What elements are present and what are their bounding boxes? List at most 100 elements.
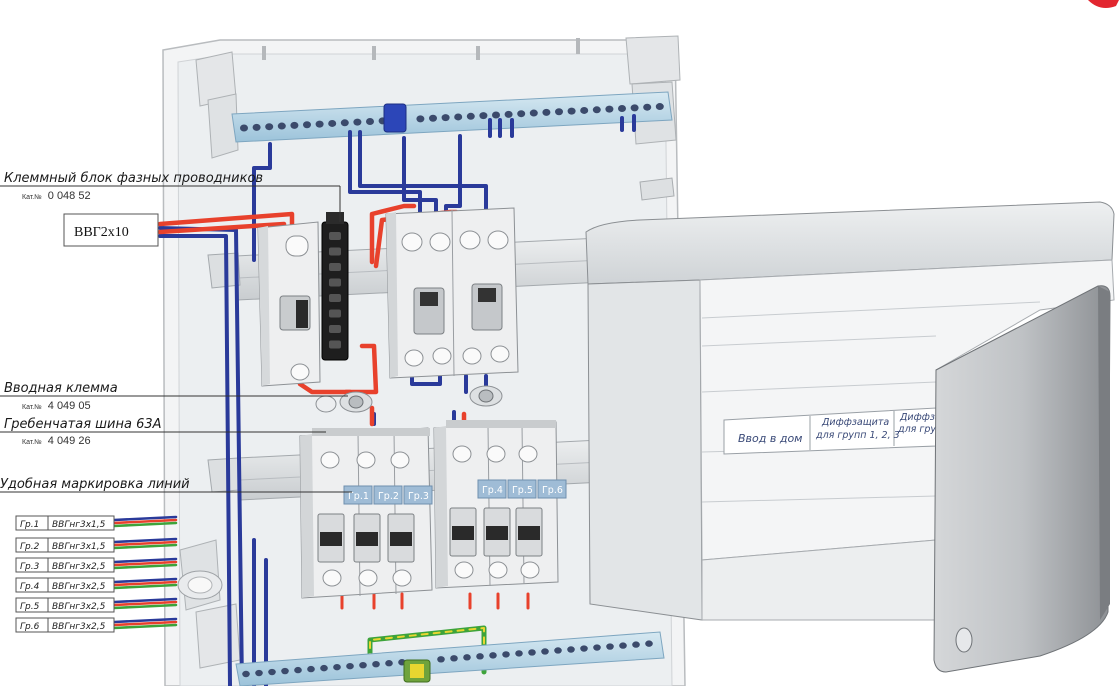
breaker-labels: Гр.1 Гр.2 Гр.3 Гр.4 Гр.5 Гр.6 bbox=[343, 479, 567, 505]
bus-screw bbox=[592, 106, 601, 114]
group-cable-neutral bbox=[112, 597, 178, 604]
group-tag-6-label: Гр.6 bbox=[20, 622, 40, 632]
callout-terminal-block-title: Клеммный блок фазных проводников bbox=[4, 171, 263, 186]
mcb-terminal-top bbox=[452, 445, 472, 463]
phase-terminal-block bbox=[321, 212, 349, 361]
breaker-label-4-window bbox=[477, 479, 507, 499]
bus-screw bbox=[517, 110, 526, 118]
group-tag-5-label: Гр.5 bbox=[20, 602, 40, 612]
door-label-diff1-line1: Диффзащита bbox=[821, 417, 889, 428]
input-terminal-device bbox=[257, 221, 321, 387]
mcb-terminal-top bbox=[320, 451, 340, 469]
bus-screw bbox=[268, 668, 276, 676]
terminal-screw bbox=[329, 325, 341, 333]
bus-screw bbox=[385, 660, 393, 667]
door-label-diff2-line2: для груп bbox=[897, 424, 942, 435]
bus-screw bbox=[645, 640, 653, 647]
bus-screw bbox=[580, 645, 588, 652]
bus-connector-block bbox=[383, 103, 407, 133]
group-tag-3-label: Гр.3 bbox=[20, 562, 40, 572]
bus-screw bbox=[333, 663, 341, 671]
bus-screw bbox=[476, 653, 484, 660]
bus-screw bbox=[504, 110, 513, 118]
bus-screw bbox=[277, 122, 286, 130]
bottom-bus-bar bbox=[235, 631, 665, 686]
bus-screw bbox=[437, 656, 445, 663]
group-cable-earth bbox=[112, 543, 178, 550]
bus-screw bbox=[315, 120, 324, 128]
group-tag-1: Гр.1 ВВГнг3х1,5 bbox=[15, 515, 115, 531]
mcb-terminal-bottom bbox=[358, 569, 378, 587]
mcb-terminal-bottom bbox=[520, 561, 540, 579]
bus-screw bbox=[630, 104, 639, 112]
mcb-terminal-top bbox=[518, 445, 538, 463]
callout-input-terminal-cat-number: 4 049 05 bbox=[48, 400, 91, 412]
group-cable-neutral bbox=[112, 557, 178, 564]
callout-input-terminal-cat-prefix: Кат.№ bbox=[22, 404, 42, 411]
group-tag-4-cable: ВВГнг3х2,5 bbox=[52, 582, 106, 592]
breaker-label-6: Гр.6 bbox=[542, 485, 563, 496]
door-label-input: Ввод в дом bbox=[738, 432, 802, 445]
group-cable-earth bbox=[112, 603, 178, 610]
bus-screw bbox=[294, 666, 302, 674]
bus-screw bbox=[554, 647, 562, 654]
group-tag-3: Гр.3 ВВГнг3х2,5 bbox=[15, 557, 115, 573]
terminal-screw bbox=[329, 232, 341, 240]
callout-busbar-cat-number: 4 049 26 bbox=[48, 435, 91, 447]
bus-screw bbox=[567, 107, 576, 115]
bus-screw bbox=[416, 115, 425, 123]
breaker-label-1: Гр.1 bbox=[348, 491, 369, 502]
svg-text:Кат.№ 0 048 52: Кат.№ 0 048 52 bbox=[22, 190, 91, 202]
bus-screw bbox=[252, 123, 261, 131]
mcb-handle bbox=[390, 532, 412, 546]
bus-screw bbox=[366, 118, 374, 125]
mcb-terminal-bottom bbox=[488, 561, 508, 579]
callout-terminal-block-cat-prefix: Кат.№ bbox=[22, 194, 42, 201]
mcb-handle bbox=[486, 526, 508, 540]
bus-screw bbox=[502, 651, 510, 658]
group-cable-earth bbox=[112, 623, 178, 630]
cable-label-box: ВВГ2х10 bbox=[63, 213, 159, 247]
bus-screw bbox=[489, 652, 497, 659]
open-door bbox=[933, 285, 1111, 673]
bus-screw bbox=[606, 643, 614, 650]
callout-line-marking: Удобная маркировка линий bbox=[0, 477, 352, 493]
mcb-handle bbox=[356, 532, 378, 546]
group-cable-neutral bbox=[112, 617, 178, 624]
bus-screw bbox=[346, 662, 354, 670]
svg-text:Кат.№ 4 049 26: Кат.№ 4 049 26 bbox=[22, 435, 91, 447]
group-tag-2-cable: ВВГнг3х1,5 bbox=[52, 542, 106, 552]
terminal-screw bbox=[329, 263, 341, 271]
callout-terminal-block-cat-number: 0 048 52 bbox=[48, 190, 91, 202]
terminal-screw bbox=[329, 309, 341, 318]
group-cable-phase bbox=[112, 540, 178, 547]
group-cable-earth bbox=[112, 521, 178, 528]
svg-text:Кат.№ 4 049 05: Кат.№ 4 049 05 bbox=[22, 400, 91, 412]
bus-screw bbox=[441, 114, 450, 122]
bus-screw bbox=[466, 112, 475, 120]
bus-screw bbox=[515, 650, 523, 657]
bus-screw bbox=[555, 108, 563, 116]
group-cable-tags: Гр.1 ВВГнг3х1,5 Гр.2 ВВГнг3х1,5 Гр.3 ВВГ… bbox=[15, 515, 115, 633]
group-tag-2-label: Гр.2 bbox=[20, 542, 40, 552]
bus-screw bbox=[541, 648, 549, 655]
bus-screw bbox=[605, 105, 614, 113]
group-cable-phase bbox=[112, 560, 178, 567]
callout-terminal-block: Клеммный блок фазных проводников Кат.№ 0… bbox=[0, 171, 341, 222]
mcb-handle bbox=[320, 532, 342, 546]
bus-screw bbox=[542, 108, 551, 116]
bus-screw bbox=[359, 661, 367, 669]
breaker-label-4: Гр.4 bbox=[482, 485, 503, 496]
bus-screw bbox=[372, 661, 380, 668]
mcb-handle bbox=[452, 526, 474, 540]
top-bus-bar bbox=[231, 91, 673, 143]
door-label-diff2-line1: Диффза bbox=[899, 412, 941, 423]
group-cable-phase bbox=[112, 620, 178, 627]
breaker-label-5-window bbox=[507, 479, 537, 499]
bus-screw bbox=[307, 665, 315, 673]
bus-screw bbox=[255, 669, 263, 677]
bus-screw bbox=[240, 124, 248, 132]
breaker-label-2: Гр.2 bbox=[378, 491, 399, 502]
front-cover: Ввод в дом Диффзащита для групп 1, 2, 3 … bbox=[585, 201, 1115, 621]
group-cable-phase bbox=[112, 600, 178, 607]
